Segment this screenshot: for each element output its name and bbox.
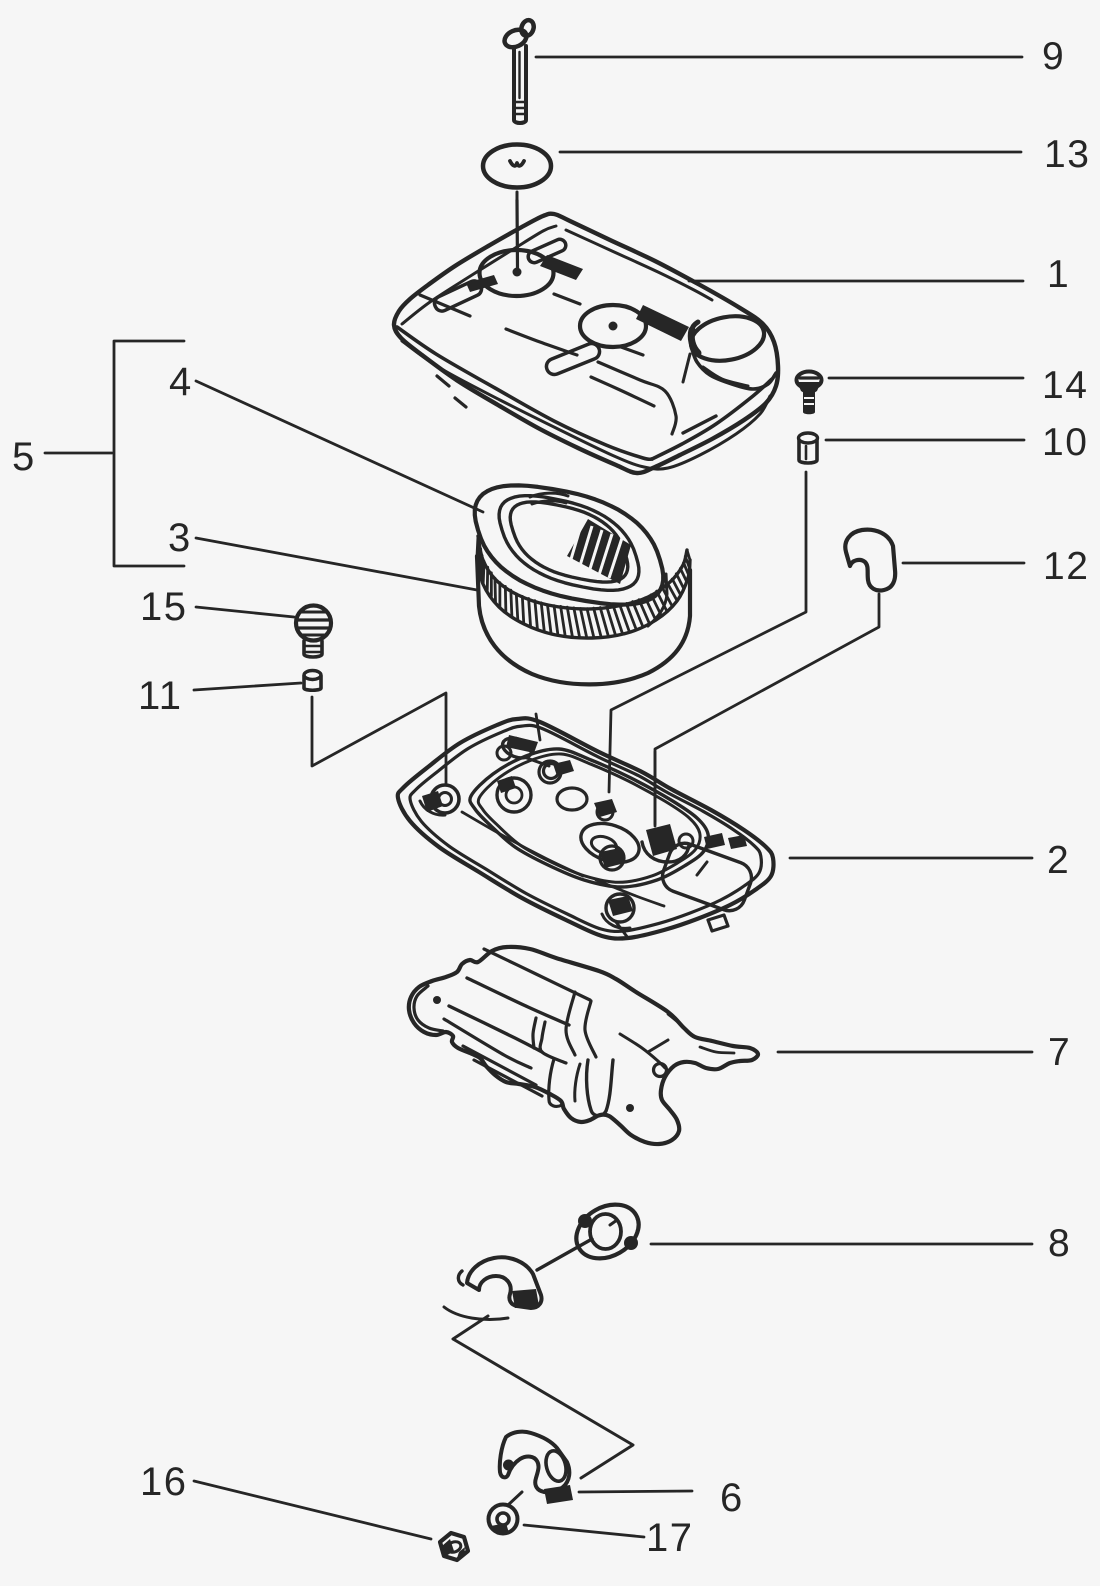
- svg-text:5: 5: [12, 435, 34, 479]
- svg-text:4: 4: [169, 360, 191, 404]
- svg-text:13: 13: [1044, 133, 1090, 176]
- svg-text:1: 1: [1047, 253, 1069, 296]
- svg-text:8: 8: [1048, 1222, 1070, 1265]
- svg-text:10: 10: [1042, 421, 1088, 464]
- svg-text:2: 2: [1047, 839, 1069, 882]
- svg-text:12: 12: [1043, 545, 1089, 588]
- svg-text:17: 17: [646, 1516, 694, 1560]
- svg-text:3: 3: [168, 516, 190, 560]
- svg-text:9: 9: [1042, 35, 1064, 78]
- svg-text:16: 16: [140, 1460, 188, 1504]
- svg-text:14: 14: [1042, 364, 1088, 407]
- svg-text:11: 11: [138, 674, 183, 718]
- svg-text:15: 15: [140, 585, 188, 629]
- svg-text:7: 7: [1048, 1031, 1070, 1074]
- svg-text:6: 6: [720, 1476, 742, 1520]
